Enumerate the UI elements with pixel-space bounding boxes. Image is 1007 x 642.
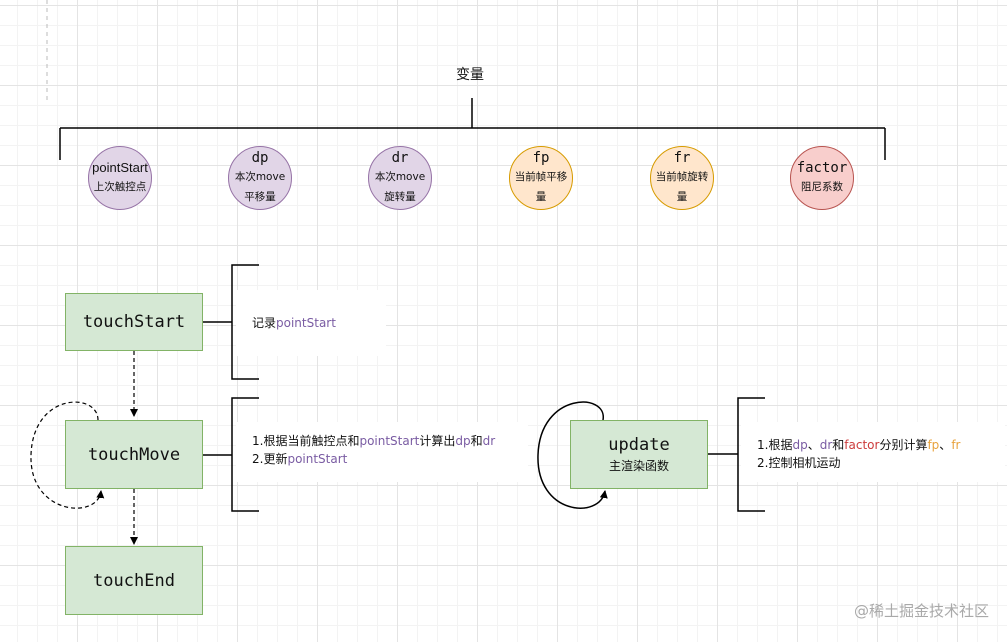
note-line-1: 1.根据当前触控点和pointStart计算出dp和dr [252,432,528,450]
note-text: 、 [807,438,820,452]
variable-desc: 上次触控点 [93,181,147,193]
note-text: 和 [470,434,483,448]
touchmove-note-connector [203,397,259,512]
variable-name: fr [673,150,691,166]
note-var: factor [844,438,880,452]
note-text: 计算出 [419,434,456,448]
touchmove-note: 1.根据当前触控点和pointStart计算出dp和dr 2.更新pointSt… [236,422,528,482]
note-var: pointStart [287,452,348,466]
note-var: fp [927,438,940,452]
note-text: 2.更新 [252,452,288,466]
variable-dp[interactable]: dp 本次move平移量 [228,146,292,210]
touchend-node[interactable]: touchEnd [65,546,203,615]
note-text: 1.根据 [757,438,793,452]
touchstart-note: 记录pointStart [236,290,386,356]
note-line-2: 2.更新pointStart [252,450,528,468]
variable-factor[interactable]: factor 阻尼系数 [790,146,854,210]
update-loop-arrow [537,401,608,509]
note-text: 1.根据当前触控点和 [252,434,360,448]
variable-name: factor [796,160,848,176]
note-var: dr [482,434,496,448]
touchstart-node[interactable]: touchStart [65,293,203,351]
node-label: touchEnd [93,570,175,591]
touchmove-loop-arrow [30,401,105,509]
variable-desc: 当前帧旋转量 [655,171,709,203]
note-line-2: 2.控制相机运动 [757,456,841,470]
update-node[interactable]: update 主渲染函数 [570,420,708,489]
note-text: 和 [832,438,845,452]
variables-bracket [59,98,886,160]
touchstart-note-connector [203,264,259,380]
note-var: dp [455,434,471,448]
note-var: dr [819,438,833,452]
update-note: 1.根据dp、dr和factor分别计算fp、fr 2.控制相机运动 [741,422,1005,482]
variable-desc: 当前帧平移量 [514,171,568,203]
watermark: @稀土掘金技术社区 [853,602,989,620]
note-text: 记录 [252,316,277,330]
variable-desc: 本次move旋转量 [374,171,426,203]
variable-fr[interactable]: fr 当前帧旋转量 [650,146,714,210]
variable-name: dr [391,150,409,166]
variable-name: pointStart [92,160,148,175]
node-label: update [608,435,670,455]
variable-name: dp [251,150,269,166]
node-sublabel: 主渲染函数 [608,459,669,473]
note-line-1: 1.根据dp、dr和factor分别计算fp、fr [757,436,1005,454]
note-var: dp [792,438,808,452]
variable-fp[interactable]: fp 当前帧平移量 [509,146,573,210]
variable-dr[interactable]: dr 本次move旋转量 [368,146,432,210]
node-label: touchMove [87,444,181,465]
node-label: touchStart [82,312,186,332]
note-var: pointStart [359,434,420,448]
variable-name: fp [532,150,550,166]
variables-title: 变量 [456,67,484,83]
touchmove-node[interactable]: touchMove [65,420,203,489]
note-var: pointStart [276,316,336,330]
variable-pointstart[interactable]: pointStart 上次触控点 [88,146,152,210]
variable-desc: 阻尼系数 [801,181,843,193]
note-var: fr [951,438,961,452]
update-note-connector [708,397,765,512]
note-text: 、 [939,438,952,452]
variable-desc: 本次move平移量 [234,171,286,203]
note-text: 分别计算 [879,438,928,452]
